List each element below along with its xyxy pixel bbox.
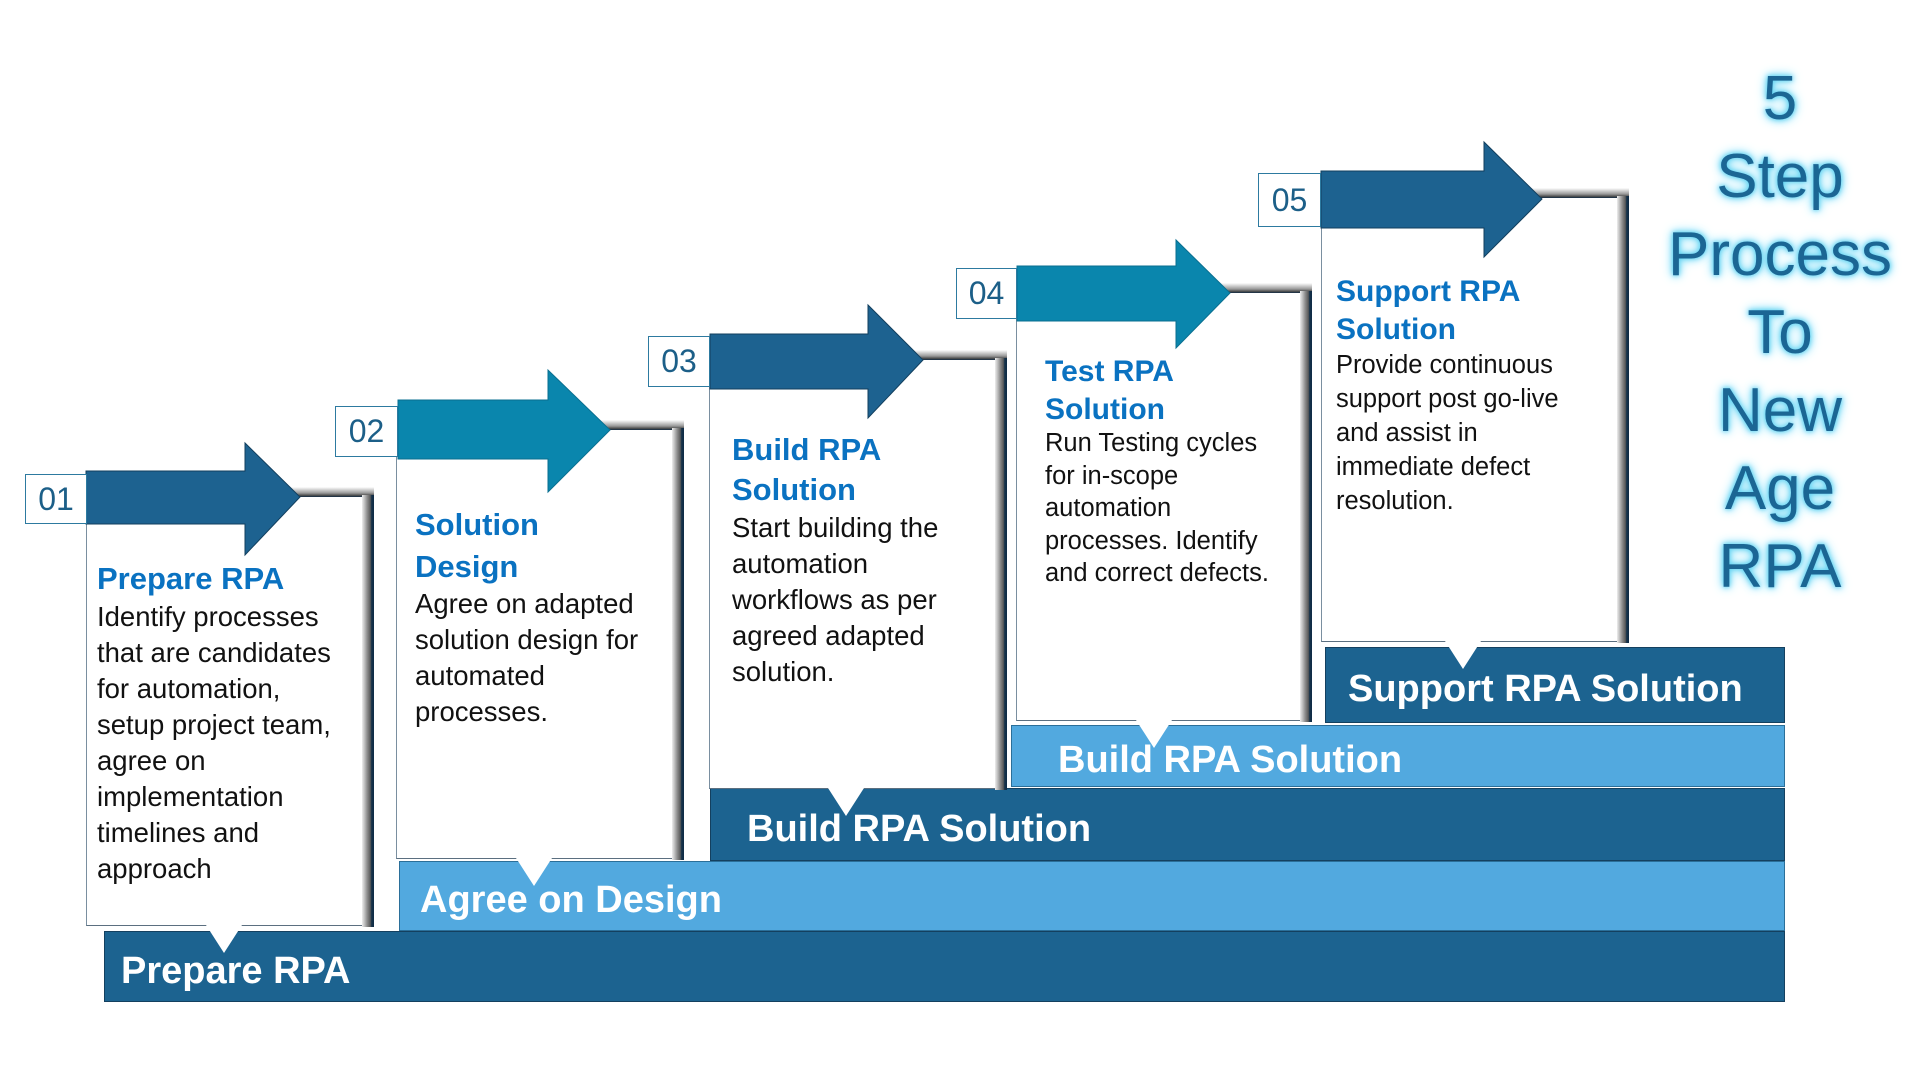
card-bevel-right (672, 428, 684, 860)
band-label: Support RPA Solution (1348, 668, 1743, 710)
band-support-rpa-solution: Support RPA Solution (1325, 647, 1785, 723)
description-line: support post go-live (1336, 385, 1559, 413)
step-arrow-04 (1016, 238, 1231, 350)
description-line: Run Testing cycles (1045, 429, 1258, 457)
card-bevel-right (995, 358, 1007, 790)
step-card-01: Prepare RPA Identify processes that are … (86, 487, 374, 927)
step-title: Test RPA Solution (1045, 353, 1174, 429)
step-description: Agree on adapted solution design for aut… (415, 586, 638, 730)
step-number-04: 04 (956, 268, 1017, 319)
step-title-line: Prepare RPA (97, 561, 285, 596)
description-line: resolution. (1336, 487, 1454, 515)
description-line: solution. (732, 656, 835, 687)
description-line: automated (415, 660, 545, 691)
card-bevel-right (1617, 196, 1629, 643)
description-line: Provide continuous (1336, 351, 1553, 379)
step-title-line: Solution (1045, 393, 1165, 426)
description-line: Identify processes (97, 601, 319, 632)
step-title-line: Support RPA (1336, 275, 1521, 308)
step-title: Solution Design (415, 504, 539, 588)
card-bevel-right (362, 495, 374, 927)
card-pointer-02 (516, 858, 552, 886)
step-number-01: 01 (25, 474, 87, 524)
description-line: timelines and (97, 817, 260, 848)
description-line: processes. (415, 696, 548, 727)
step-description: Run Testing cycles for in-scope automati… (1045, 427, 1269, 590)
step-title-line: Test RPA (1045, 355, 1174, 388)
band-label: Build RPA Solution (1058, 739, 1403, 781)
description-line: setup project team, (97, 709, 331, 740)
description-line: automation (732, 548, 869, 579)
description-line: for automation, (97, 673, 281, 704)
description-line: Start building the (732, 512, 939, 543)
description-line: Agree on adapted (415, 588, 634, 619)
description-line: processes. Identify (1045, 526, 1258, 555)
card-pointer-04 (1136, 720, 1172, 748)
step-title: Prepare RPA (97, 560, 284, 598)
step-title-line: Solution (1336, 313, 1456, 346)
title-line: New (1717, 376, 1843, 445)
title-line: To (1747, 298, 1813, 367)
description-line: agree on (97, 745, 206, 776)
step-number-text: 03 (661, 343, 697, 379)
step-arrow-02 (397, 368, 611, 494)
card-pointer-01 (206, 925, 242, 953)
title-line: 5 (1762, 64, 1798, 133)
title-line: Process (1668, 220, 1892, 289)
step-title: Build RPA Solution (732, 430, 881, 510)
description-line: workflows as per (732, 584, 937, 615)
step-title: Support RPA Solution (1336, 273, 1520, 349)
card-pointer-05 (1445, 641, 1481, 669)
step-title-line: Solution (732, 472, 856, 507)
step-number-text: 01 (38, 480, 74, 517)
step-arrow-03 (709, 303, 924, 420)
title-line: Age (1724, 454, 1836, 523)
description-line: implementation (97, 781, 284, 812)
step-number-05: 05 (1258, 173, 1321, 227)
description-line: that are candidates (97, 637, 331, 668)
description-line: approach (97, 853, 212, 884)
description-line: and assist in (1336, 419, 1478, 447)
step-description: Start building the automation workflows … (732, 510, 938, 690)
step-number-text: 04 (968, 275, 1005, 311)
band-agree-on-design: Agree on Design (399, 861, 1785, 931)
step-card-03: Build RPA Solution Start building the au… (709, 350, 1007, 790)
band-label: Agree on Design (420, 879, 722, 921)
step-title-line: Build RPA (732, 432, 882, 467)
step-number-text: 05 (1271, 181, 1308, 218)
step-card-02: Solution Design Agree on adapted solutio… (396, 420, 684, 860)
card-pointer-03 (828, 788, 864, 816)
step-arrow-01 (85, 441, 301, 557)
step-number-02: 02 (335, 406, 398, 457)
step-title-line: Solution (415, 507, 539, 542)
step-card-05: Support RPA Solution Provide continuous … (1321, 188, 1629, 643)
description-line: agreed adapted (732, 620, 925, 651)
step-arrow-05 (1320, 140, 1543, 259)
step-number-03: 03 (648, 336, 710, 387)
description-line: for in-scope (1045, 461, 1179, 490)
description-line: and correct defects. (1045, 559, 1269, 587)
band-label: Build RPA Solution (747, 807, 1092, 850)
diagram-title: 5 Step Process To New Age RPA (1640, 60, 1920, 606)
step-title-line: Design (415, 549, 519, 584)
step-description: Identify processes that are candidates f… (97, 599, 331, 887)
band-build-rpa-solution: Build RPA Solution (710, 788, 1785, 861)
title-line: Step (1716, 142, 1844, 211)
description-line: immediate defect (1336, 453, 1531, 481)
band-prepare-rpa: Prepare RPA (104, 931, 1785, 1002)
step-number-text: 02 (348, 413, 385, 449)
card-bevel-right (1300, 291, 1312, 722)
description-line: automation (1045, 494, 1172, 522)
title-line: RPA (1718, 532, 1842, 601)
band-label: Prepare RPA (121, 949, 351, 992)
band-test-rpa-solution: Build RPA Solution (1011, 725, 1785, 787)
description-line: solution design for (415, 624, 639, 655)
step-description: Provide continuous support post go-live … (1336, 348, 1559, 518)
